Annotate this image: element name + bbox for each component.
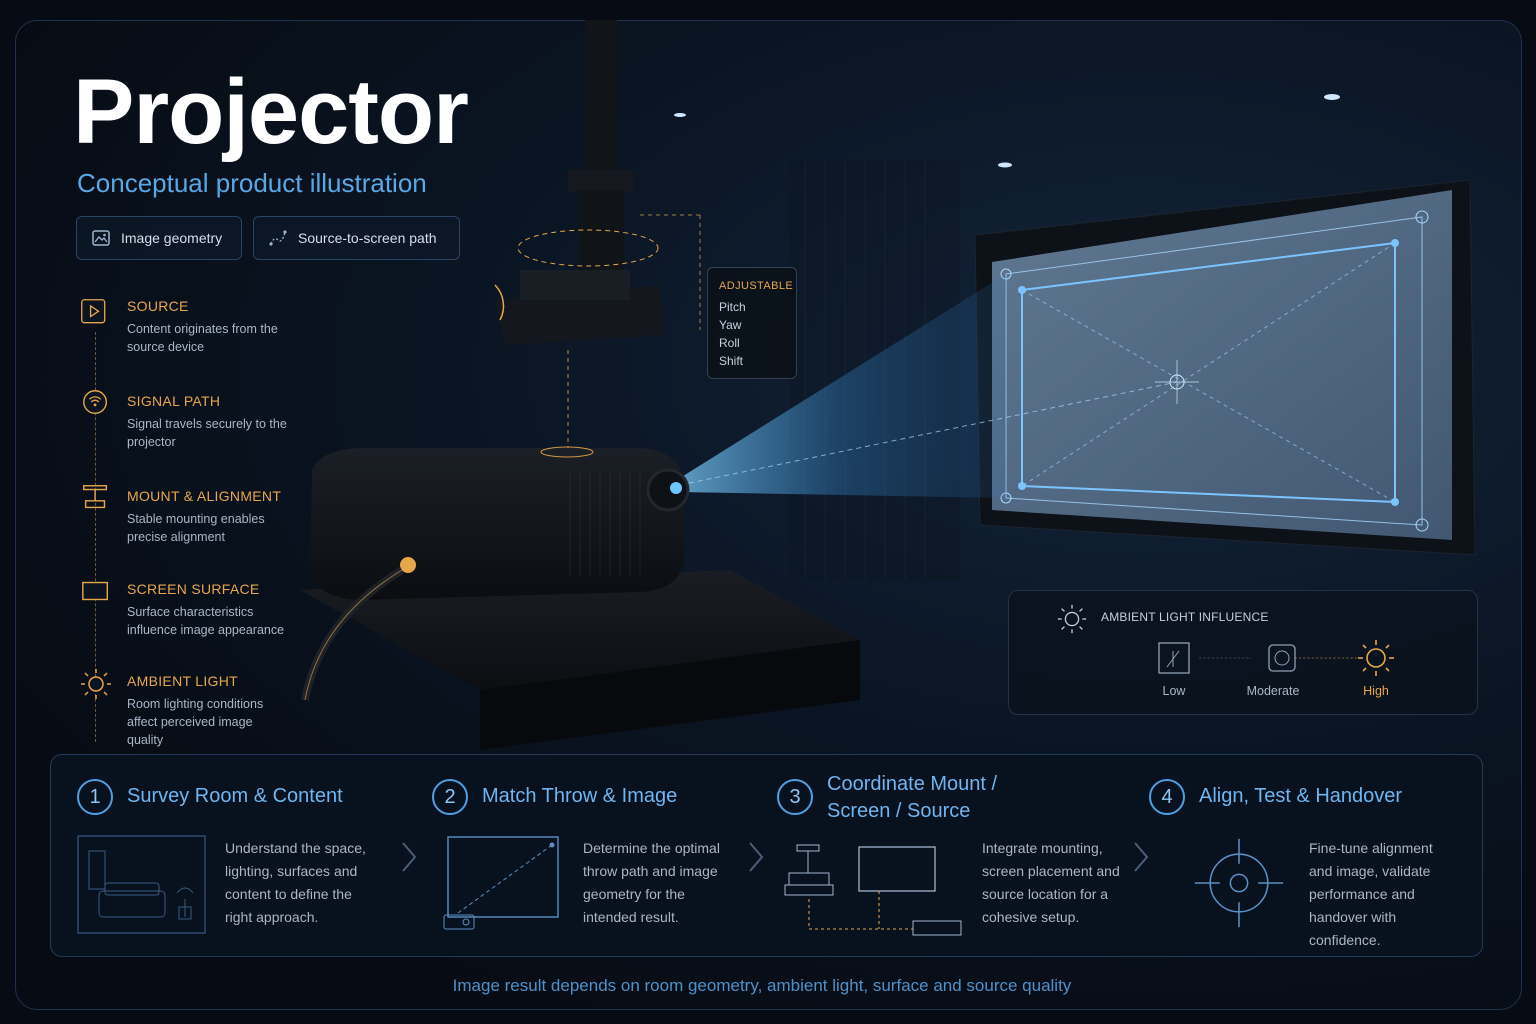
page-subtitle: Conceptual product illustration	[77, 168, 427, 198]
adjustable-roll: Roll	[719, 336, 740, 350]
low-light-icon	[1158, 642, 1190, 674]
step-title-line: Screen / Source	[827, 800, 971, 822]
legend-title: MOUNT & ALIGNMENT	[127, 488, 282, 504]
step-4: 4 Align, Test & Handover Fine-tune align…	[1123, 755, 1483, 958]
step-desc: Fine-tune alignment and image, validate …	[1309, 840, 1433, 948]
room-illustration-icon	[77, 835, 206, 934]
projector-body	[301, 446, 690, 701]
step-desc: Determine the optimal throw path and ima…	[583, 840, 720, 925]
footer-note: Image result depends on room geometry, a…	[452, 976, 1072, 995]
table	[300, 570, 860, 750]
legend-title: SCREEN SURFACE	[127, 581, 260, 597]
light-beam	[680, 274, 1006, 498]
ceiling-light	[998, 162, 1012, 168]
image-icon	[92, 230, 110, 246]
step-title: Survey Room & Content	[127, 785, 343, 807]
legend-connector	[95, 332, 96, 742]
step-desc: Understand the space, lighting, surfaces…	[225, 840, 366, 925]
adjustable-shift: Shift	[719, 354, 744, 368]
step-title: Coordinate Mount / Screen / Source	[827, 771, 997, 825]
step-title: Align, Test & Handover	[1199, 785, 1403, 807]
step-title-line: Coordinate Mount /	[827, 773, 998, 795]
crosshair-icon	[1194, 838, 1284, 928]
step-number: 4	[1149, 779, 1185, 815]
legend-desc: Room lighting conditions affect perceive…	[127, 697, 264, 747]
ambient-level-low: Low	[1162, 684, 1186, 698]
image-geometry-toggle[interactable]: Image geometry	[76, 216, 242, 260]
sun-icon	[81, 669, 111, 699]
source-to-screen-label: Source-to-screen path	[298, 230, 437, 246]
adjustable-pitch: Pitch	[719, 300, 746, 314]
image-geometry-label: Image geometry	[121, 230, 223, 246]
adjustable-heading: ADJUSTABLE	[719, 280, 794, 292]
step-title: Match Throw & Image	[482, 785, 678, 807]
step-3: 3 Coordinate Mount / Screen / Source Int…	[751, 755, 1131, 958]
throw-geometry-icon	[443, 836, 559, 930]
legend-desc: Content originates from the source devic…	[127, 322, 278, 354]
step-1: 1 Survey Room & Content Understand the s…	[51, 755, 411, 958]
step-number: 2	[432, 779, 468, 815]
source-to-screen-toggle[interactable]: Source-to-screen path	[253, 216, 460, 260]
step-2: 2 Match Throw & Image Determine the opti…	[406, 755, 766, 958]
legend-title: SIGNAL PATH	[127, 393, 221, 409]
step-number: 3	[777, 779, 813, 815]
legend-title: AMBIENT LIGHT	[127, 673, 238, 689]
adjustable-yaw: Yaw	[719, 318, 742, 332]
legend-desc: Signal travels securely to the projector	[127, 417, 287, 449]
signal-icon	[83, 390, 108, 415]
mount-screen-source-icon	[784, 844, 962, 936]
step-number: 1	[77, 779, 113, 815]
ambient-level-high: High	[1363, 684, 1389, 698]
chevron-right-icon	[402, 842, 417, 872]
level-connector	[1199, 657, 1359, 659]
mount-icon	[83, 485, 108, 509]
sun-icon	[1057, 604, 1087, 634]
high-light-icon	[1358, 640, 1394, 676]
step-desc: Integrate mounting, screen placement and…	[982, 840, 1120, 925]
ambient-level-moderate: Moderate	[1246, 684, 1300, 698]
projection-screen	[974, 179, 1476, 556]
path-icon	[269, 230, 287, 246]
ambient-title: AMBIENT LIGHT INFLUENCE	[1101, 610, 1269, 624]
legend-desc: Surface characteristics influence image …	[127, 605, 285, 637]
screen-icon	[82, 581, 108, 601]
ceiling-light	[1324, 94, 1340, 100]
ambient-light-panel: AMBIENT LIGHT INFLUENCE Low Moderate Hig…	[1008, 590, 1478, 715]
chevron-right-icon	[1134, 842, 1149, 872]
page-title: Projector	[73, 61, 469, 163]
process-steps-panel: 1 Survey Room & Content Understand the s…	[50, 754, 1483, 957]
legend-desc: Stable mounting enables precise alignmen…	[127, 512, 265, 544]
chevron-right-icon	[749, 842, 764, 872]
play-icon	[81, 299, 106, 324]
adjustable-callout: ADJUSTABLE Pitch Yaw Roll Shift	[707, 267, 797, 379]
ceiling-light	[674, 113, 686, 117]
ceiling-mount	[494, 20, 701, 455]
legend-title: SOURCE	[127, 298, 189, 314]
